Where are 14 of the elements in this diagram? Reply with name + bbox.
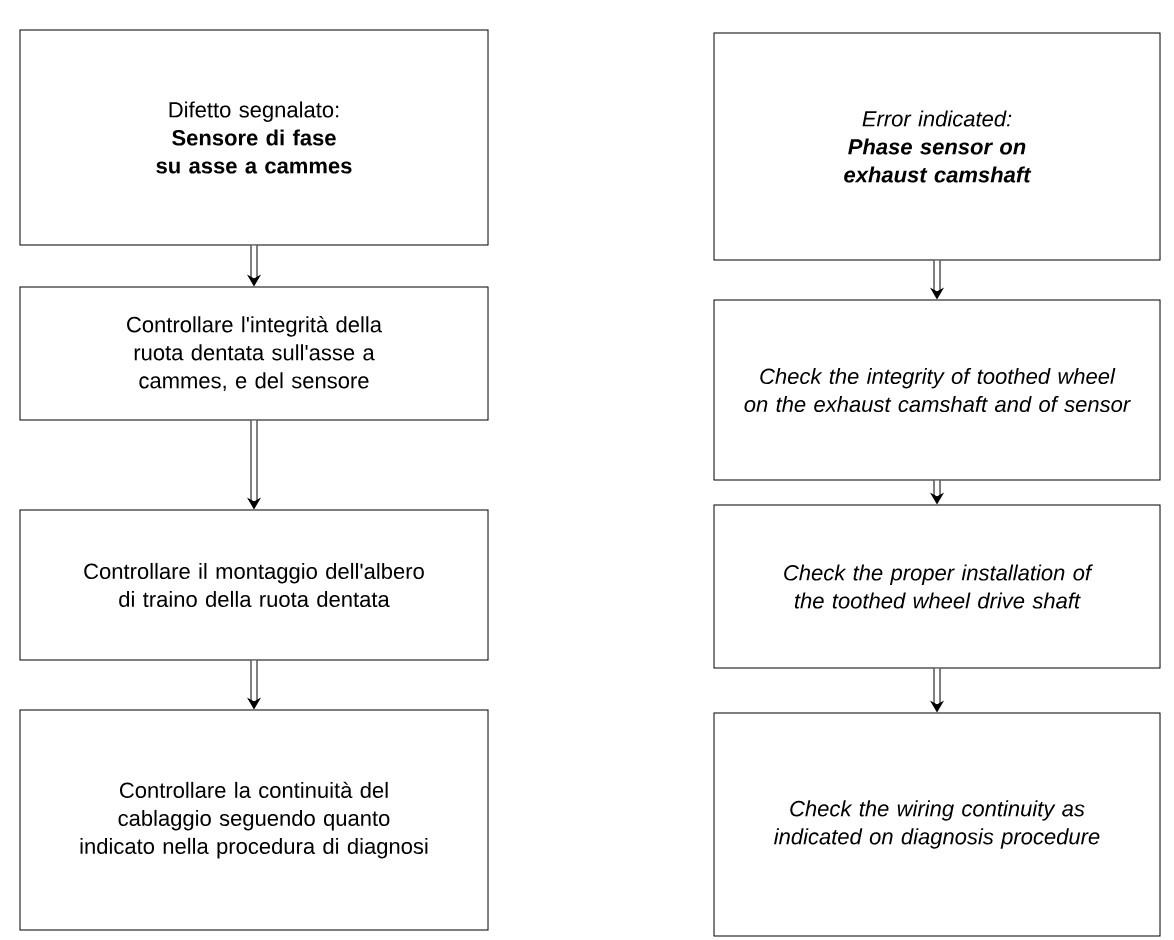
double-arrow bbox=[247, 245, 261, 286]
double-arrow bbox=[247, 420, 261, 509]
double-arrow bbox=[930, 480, 944, 504]
double-arrow bbox=[247, 660, 261, 709]
process-box: Controllare la continuità del cablaggio seguendo quanto indicato nella procedura di diagnosi bbox=[19, 709, 489, 931]
process-box: Error indicated: Phase sensor on exhaust camshaft bbox=[713, 32, 1161, 261]
double-arrow bbox=[930, 260, 944, 299]
process-box: Check the wiring continuity as indicated on diagnosis procedure bbox=[713, 712, 1161, 937]
process-box: Controllare il montaggio dell'albero di traino della ruota dentata bbox=[19, 509, 489, 661]
process-box: Check the proper installation of the toothed wheel drive shaft bbox=[713, 504, 1161, 669]
process-box: Check the integrity of toothed wheel on the exhaust camshaft and of sensor bbox=[713, 299, 1161, 481]
double-arrow bbox=[930, 668, 944, 712]
process-box: Difetto segnalato: Sensore di fase su asse a cammes bbox=[19, 29, 489, 246]
process-box: Controllare l'integrità della ruota dentata sull'asse a cammes, e del sensore bbox=[19, 286, 489, 421]
